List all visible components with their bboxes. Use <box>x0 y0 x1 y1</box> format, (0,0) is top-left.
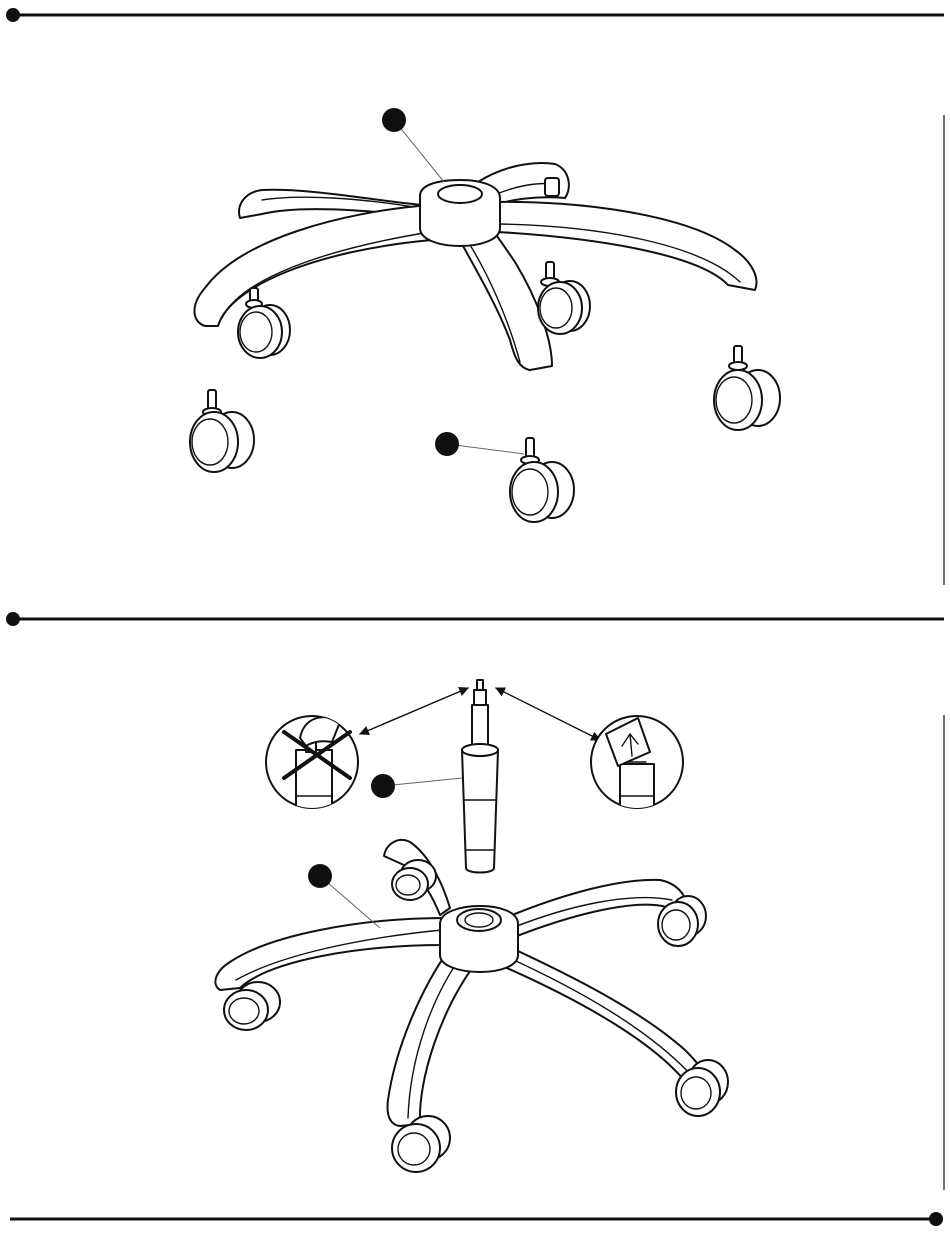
caster-callout-marker <box>435 432 524 456</box>
hub-socket <box>438 185 482 203</box>
remove-cap-icon <box>591 716 683 814</box>
cylinder-body <box>462 750 498 873</box>
assembled-base <box>215 840 728 1172</box>
step-marker-dot <box>929 1212 943 1226</box>
base-arm <box>492 202 756 290</box>
caster-socket <box>545 178 559 196</box>
step-2-header-rule <box>6 612 944 626</box>
base-arm <box>500 945 707 1090</box>
caster <box>510 438 574 522</box>
detail-arrow <box>496 688 600 740</box>
caster <box>238 288 290 358</box>
caster <box>190 390 254 472</box>
do-not-remove-cap-icon <box>266 716 358 810</box>
footer-rule <box>10 1212 943 1226</box>
gas-cylinder <box>462 680 498 873</box>
base-callout-marker <box>308 864 380 928</box>
gas-cylinder-callout-marker <box>371 774 462 798</box>
step-1-header-rule <box>6 8 944 22</box>
caster <box>538 262 590 334</box>
step-1 <box>6 8 944 585</box>
cylinder-cap <box>477 680 483 690</box>
base-callout-marker <box>382 108 444 182</box>
base-arm <box>388 948 479 1126</box>
caster <box>714 346 780 430</box>
base-arm <box>194 205 432 326</box>
base-arm <box>215 918 445 990</box>
detail-arrow <box>360 688 468 734</box>
cylinder-pin <box>474 690 486 705</box>
step-2 <box>6 612 944 1190</box>
